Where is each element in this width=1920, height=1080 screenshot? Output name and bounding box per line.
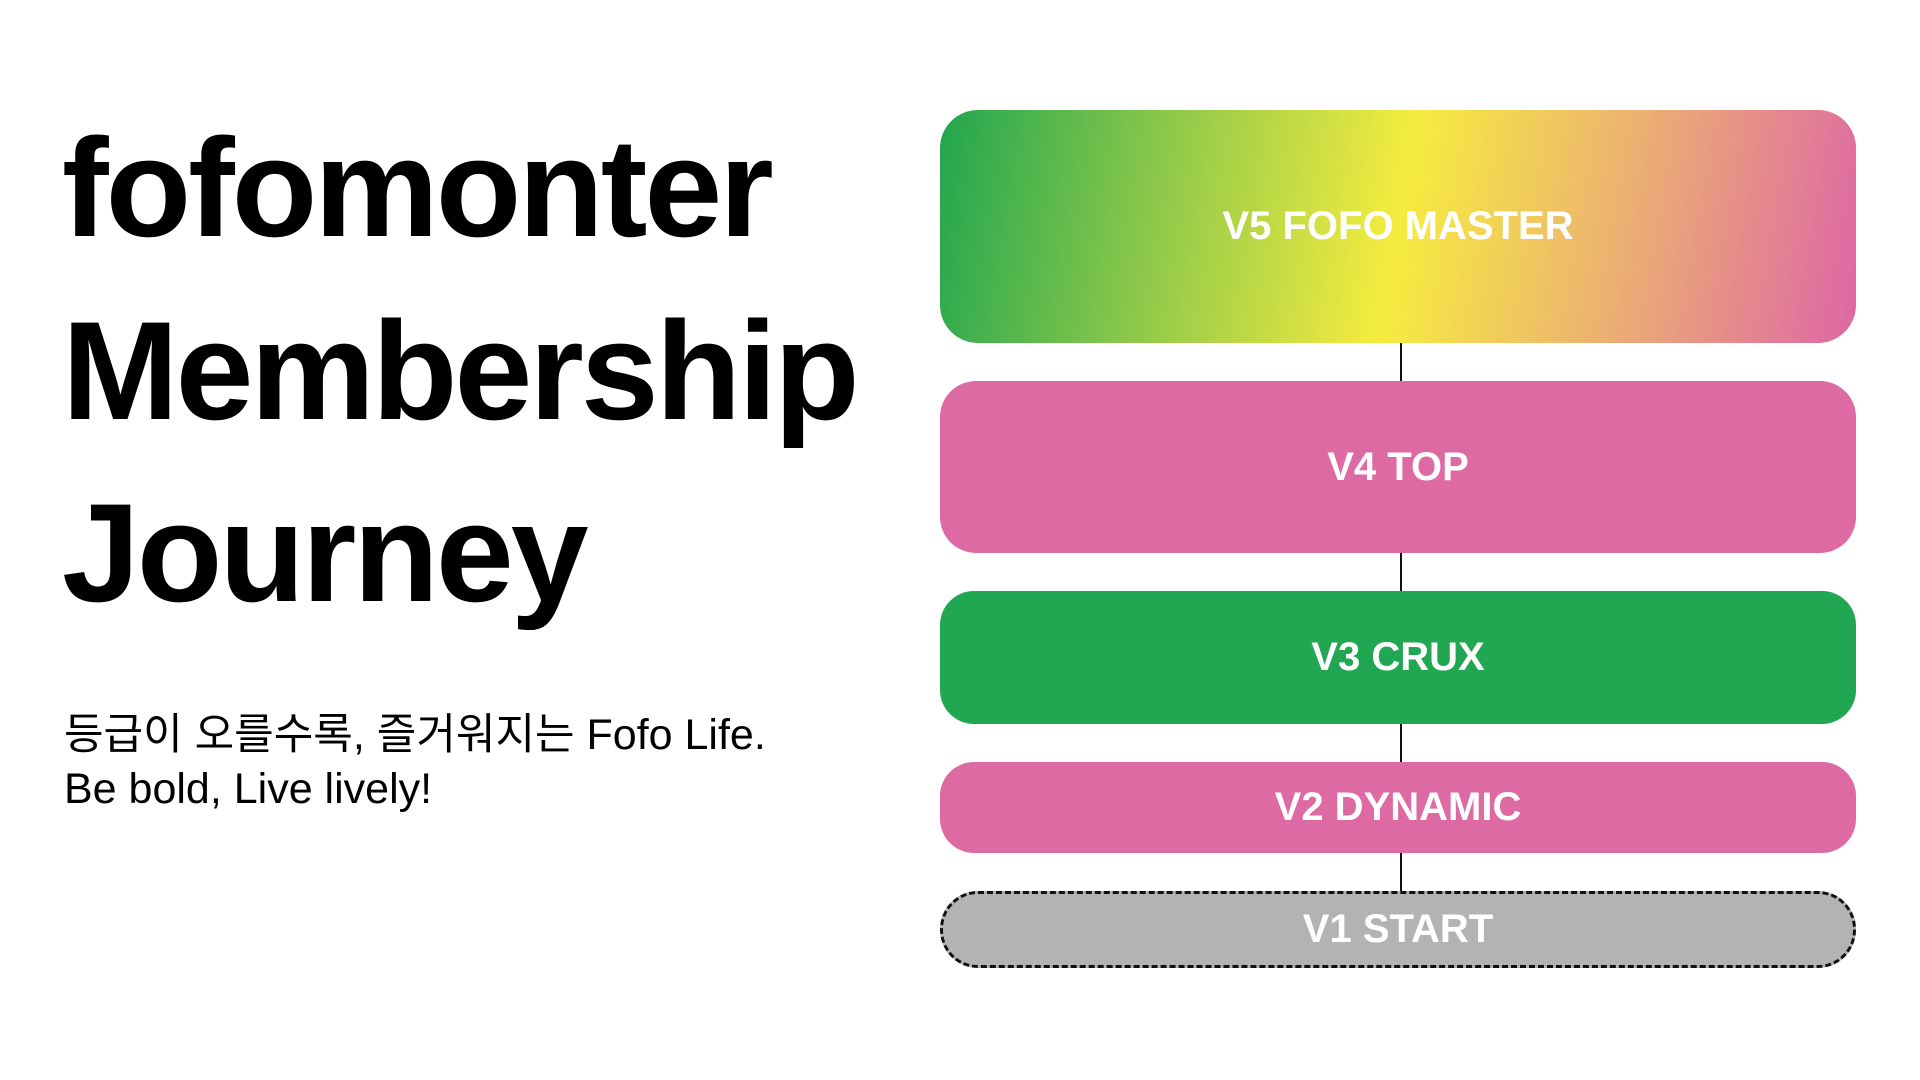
tier-v5-label: V5 FOFO MASTER <box>1222 204 1574 248</box>
title-line-membership: Membership <box>62 292 860 449</box>
tier-v5: V5 FOFO MASTER <box>940 110 1856 343</box>
tier-v4-label: V4 TOP <box>1327 444 1469 489</box>
tier-v1: V1 START <box>940 891 1856 968</box>
tier-v2: V2 DYNAMIC <box>940 762 1856 853</box>
tier-v3: V3 CRUX <box>940 591 1856 724</box>
title-line-brand: fofomonter <box>62 109 774 266</box>
tier-v4: V4 TOP <box>940 381 1856 553</box>
subtitle-korean: 등급이 오를수록, 즐거워지는 Fofo Life. <box>64 711 766 759</box>
title-line-journey: Journey <box>62 474 589 631</box>
subtitle-slogan: Be bold, Live lively! <box>64 765 433 813</box>
tier-v2-label: V2 DYNAMIC <box>1274 785 1522 829</box>
tier-v1-label: V1 START <box>1302 907 1494 951</box>
tier-v3-label: V3 CRUX <box>1311 635 1485 679</box>
